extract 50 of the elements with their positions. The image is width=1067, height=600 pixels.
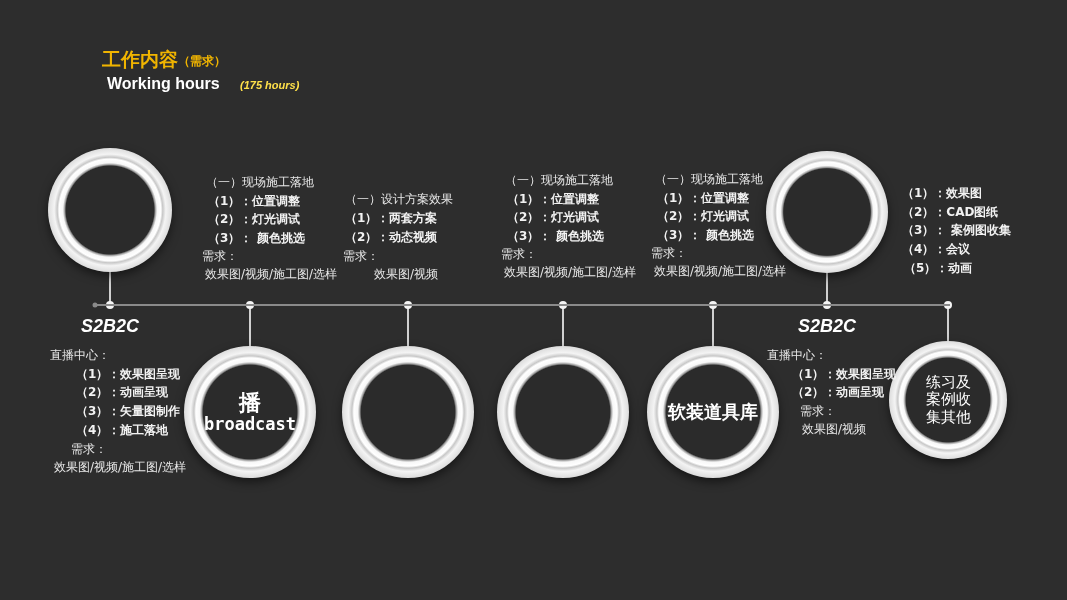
list-item: （1）：两套方案 bbox=[345, 210, 438, 227]
list-item: （1）：位置调整 bbox=[507, 190, 600, 208]
hours-note: (175 hours) bbox=[240, 79, 300, 91]
note-text: 效果图/视频/施工图/选样 bbox=[205, 266, 338, 283]
section-heading: （一）现场施工落地 bbox=[206, 174, 314, 191]
note-text: 效果图/视频/施工图/选样 bbox=[654, 263, 787, 280]
list-item: （2）：灯光调试 bbox=[208, 211, 301, 228]
section-heading: 直播中心： bbox=[50, 347, 110, 364]
title: 工作内容 bbox=[102, 47, 178, 72]
circle-label: 播 bbox=[239, 389, 261, 415]
note-text: 效果图/视频 bbox=[374, 266, 439, 283]
note-text: 需求： bbox=[202, 248, 238, 265]
list-item: （2）：灯光调试 bbox=[507, 209, 600, 226]
note-text: 需求： bbox=[343, 248, 379, 265]
section-heading: （一）现场施工落地 bbox=[655, 171, 763, 188]
list-item: （2）：动态视频 bbox=[345, 229, 438, 246]
note-text: 效果图/视频 bbox=[802, 421, 867, 438]
circle-label: 软装道具库 bbox=[668, 401, 758, 423]
list-item: （1）：位置调整 bbox=[657, 189, 750, 207]
list-item: （1）：效果图呈现 bbox=[792, 366, 897, 383]
list-item: （2）：灯光调试 bbox=[657, 208, 750, 225]
list-item: （1）：位置调整 bbox=[208, 192, 301, 210]
circle-label: broadcast bbox=[203, 414, 297, 435]
title-note: （需求） bbox=[178, 53, 226, 70]
list-item: （4）：施工落地 bbox=[76, 422, 169, 439]
list-item: （3）： 案例图收集 bbox=[902, 222, 1011, 240]
note-text: 需求： bbox=[800, 403, 836, 420]
heading: S2B2C bbox=[798, 316, 856, 337]
list-item: （2）：动画呈现 bbox=[792, 384, 885, 401]
note-text: 需求： bbox=[71, 441, 107, 458]
list-item: （1）：效果图呈现 bbox=[76, 366, 181, 383]
note-text: 效果图/视频/施工图/选样 bbox=[54, 459, 187, 476]
heading: S2B2C bbox=[81, 316, 139, 337]
list-item: （3）：矢量图制作 bbox=[76, 403, 181, 420]
list-item: （4）：会议 bbox=[902, 241, 971, 259]
note-text: 效果图/视频/施工图/选样 bbox=[504, 264, 637, 281]
list-item: （2）：动画呈现 bbox=[76, 384, 169, 401]
list-item: （5）：动画 bbox=[904, 259, 973, 277]
section-heading: （一）现场施工落地 bbox=[505, 172, 613, 189]
list-item: （2）：CAD图纸 bbox=[902, 203, 999, 221]
note-text: 需求： bbox=[651, 245, 687, 262]
list-item: （3）： 颜色挑选 bbox=[507, 228, 604, 245]
circle-label: 练习及案例收集其他 bbox=[924, 374, 972, 426]
section-heading: （一）设计方案效果 bbox=[345, 191, 453, 208]
list-item: （3）： 颜色挑选 bbox=[657, 227, 754, 244]
list-item: （1）：效果图 bbox=[902, 185, 983, 202]
note-text: 需求： bbox=[501, 246, 537, 263]
timeline-line bbox=[95, 304, 950, 306]
section-heading: 直播中心： bbox=[767, 347, 827, 364]
list-item: （3）： 颜色挑选 bbox=[208, 230, 305, 247]
